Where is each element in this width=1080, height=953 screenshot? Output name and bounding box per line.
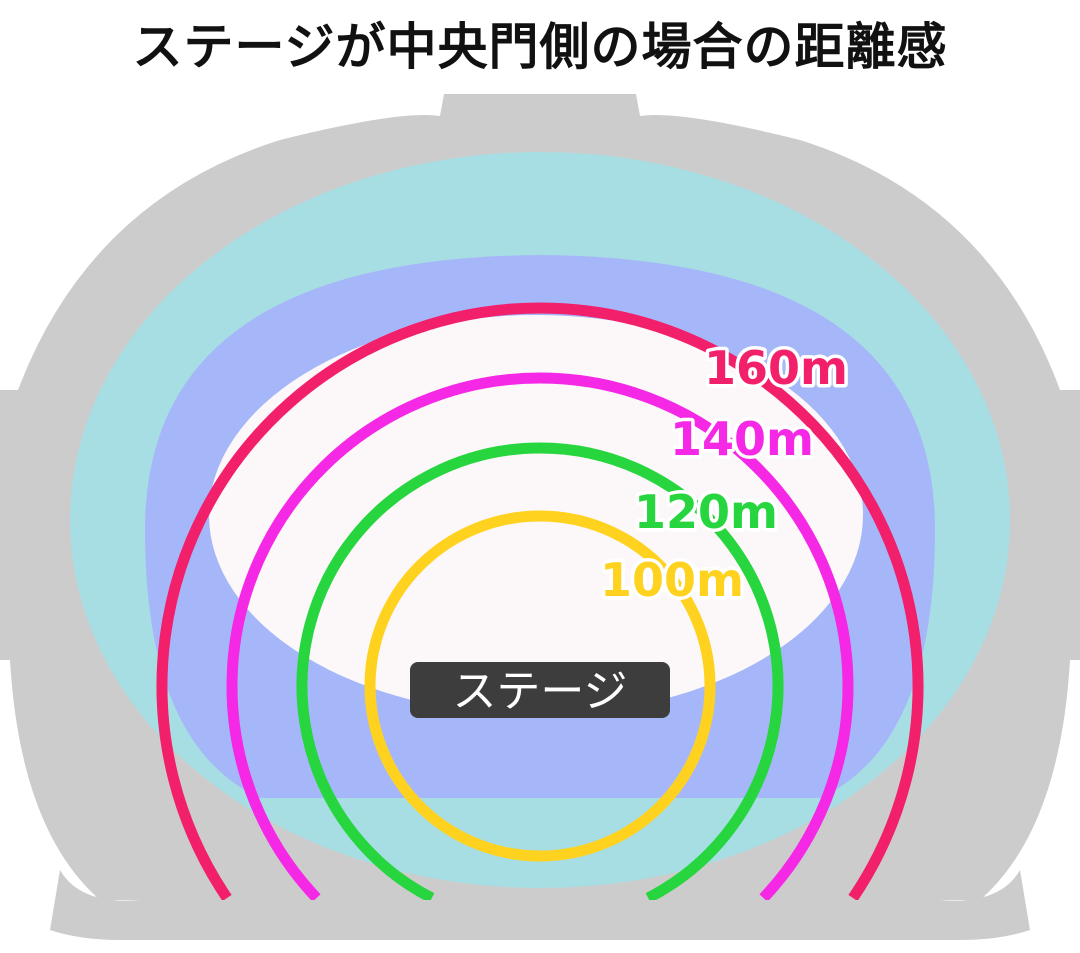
distance-rings [156, 302, 924, 903]
bottom-wall-strip [50, 870, 1030, 940]
distance-ring-160m [156, 302, 924, 902]
page-title: ステージが中央門側の場合の距離感 [132, 18, 948, 76]
stage-box [410, 662, 670, 718]
distance-label-160m: 160m [704, 341, 848, 395]
distance-ring-140m [226, 372, 854, 902]
distance-ring-100m [364, 510, 716, 862]
distance-label-140m: 140m [670, 412, 814, 466]
distance-labels: 100m 120m 140m 160m [597, 338, 852, 611]
stage-label: ステージ [452, 666, 627, 717]
distance-ring-120m [296, 442, 784, 903]
distance-label-100m: 100m [600, 553, 744, 607]
distance-label-120m: 120m [634, 485, 778, 539]
